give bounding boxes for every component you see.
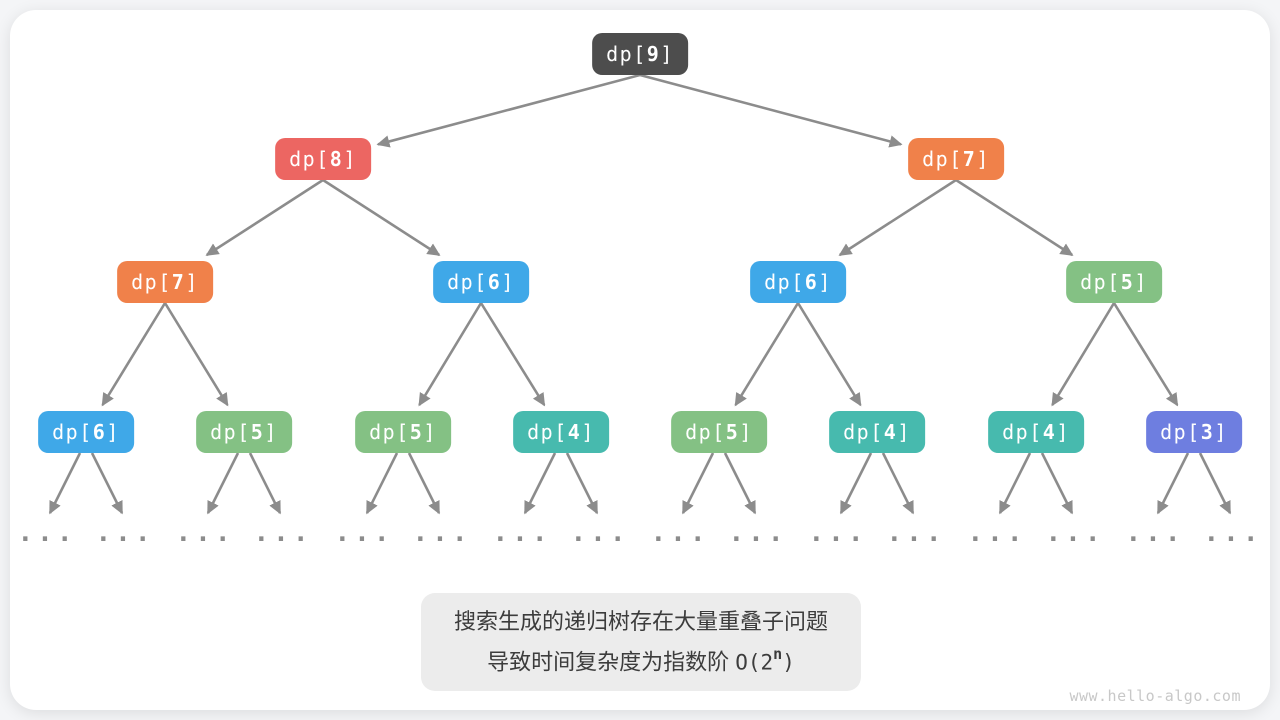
caption-line2-text: 导致时间复杂度为指数阶 — [487, 649, 736, 675]
tree-edge-arrow — [881, 452, 915, 515]
ellipsis-mark: ... — [887, 518, 946, 548]
caption-box: 搜索生成的递归树存在大量重叠子问题 导致时间复杂度为指数阶 O(2n) — [420, 593, 862, 692]
tree-edge-arrow — [418, 302, 483, 407]
tree-edge-arrow — [955, 178, 1074, 257]
ellipsis-mark: ... — [1046, 518, 1105, 548]
tree-edge-arrow — [838, 178, 957, 257]
ellipsis-mark: ... — [1204, 518, 1263, 548]
tree-edge-arrow — [998, 452, 1032, 515]
caption-complexity-open: O(2 — [735, 650, 774, 675]
tree-edge-arrow — [1156, 452, 1190, 515]
tree-edge-arrow — [376, 73, 641, 148]
tree-edge-arrow — [322, 178, 441, 257]
ellipsis-mark: ... — [335, 518, 394, 548]
ellipsis-mark: ... — [809, 518, 868, 548]
ellipsis-mark: ... — [254, 518, 313, 548]
tree-edge-arrow — [101, 302, 167, 407]
ellipsis-mark: ... — [571, 518, 630, 548]
tree-edge-arrow — [639, 73, 903, 148]
ellipsis-mark: ... — [968, 518, 1027, 548]
ellipsis-mark: ... — [96, 518, 155, 548]
ellipsis-mark: ... — [651, 518, 710, 548]
caption-complexity-exponent: n — [773, 645, 783, 663]
tree-edge-arrow — [206, 452, 240, 515]
tree-edge-arrow — [163, 302, 229, 407]
ellipsis-mark: ... — [729, 518, 788, 548]
tree-edge-arrow — [1051, 302, 1116, 407]
ellipsis-mark: ... — [493, 518, 552, 548]
tree-edge-arrow — [48, 452, 82, 515]
tree-edge-arrow — [565, 452, 599, 515]
tree-edge-arrow — [1112, 302, 1179, 407]
tree-edge-arrow — [523, 452, 557, 515]
ellipsis-mark: ... — [1126, 518, 1185, 548]
tree-edge-arrow — [90, 452, 124, 515]
caption-line2: 导致时间复杂度为指数阶 O(2n) — [454, 639, 828, 680]
watermark: www.hello-algo.com — [1069, 687, 1241, 705]
tree-edge-arrow — [479, 302, 546, 407]
tree-edge-arrow — [1198, 452, 1232, 515]
tree-edge-arrow — [734, 302, 800, 407]
tree-edge-arrow — [365, 452, 399, 515]
ellipsis-mark: ... — [176, 518, 235, 548]
tree-edge-arrow — [205, 178, 324, 257]
tree-edge-arrow — [681, 452, 715, 515]
ellipsis-mark: ... — [413, 518, 472, 548]
tree-edge-arrow — [407, 452, 441, 515]
tree-edge-arrow — [1040, 452, 1074, 515]
ellipsis-mark: ... — [18, 518, 77, 548]
tree-edge-arrow — [248, 452, 282, 515]
caption-line1: 搜索生成的递归树存在大量重叠子问题 — [453, 609, 829, 634]
tree-edge-arrow — [839, 452, 873, 515]
caption-complexity-close: ) — [782, 650, 795, 675]
tree-edge-arrow — [723, 452, 757, 515]
tree-edge-arrow — [796, 302, 862, 407]
